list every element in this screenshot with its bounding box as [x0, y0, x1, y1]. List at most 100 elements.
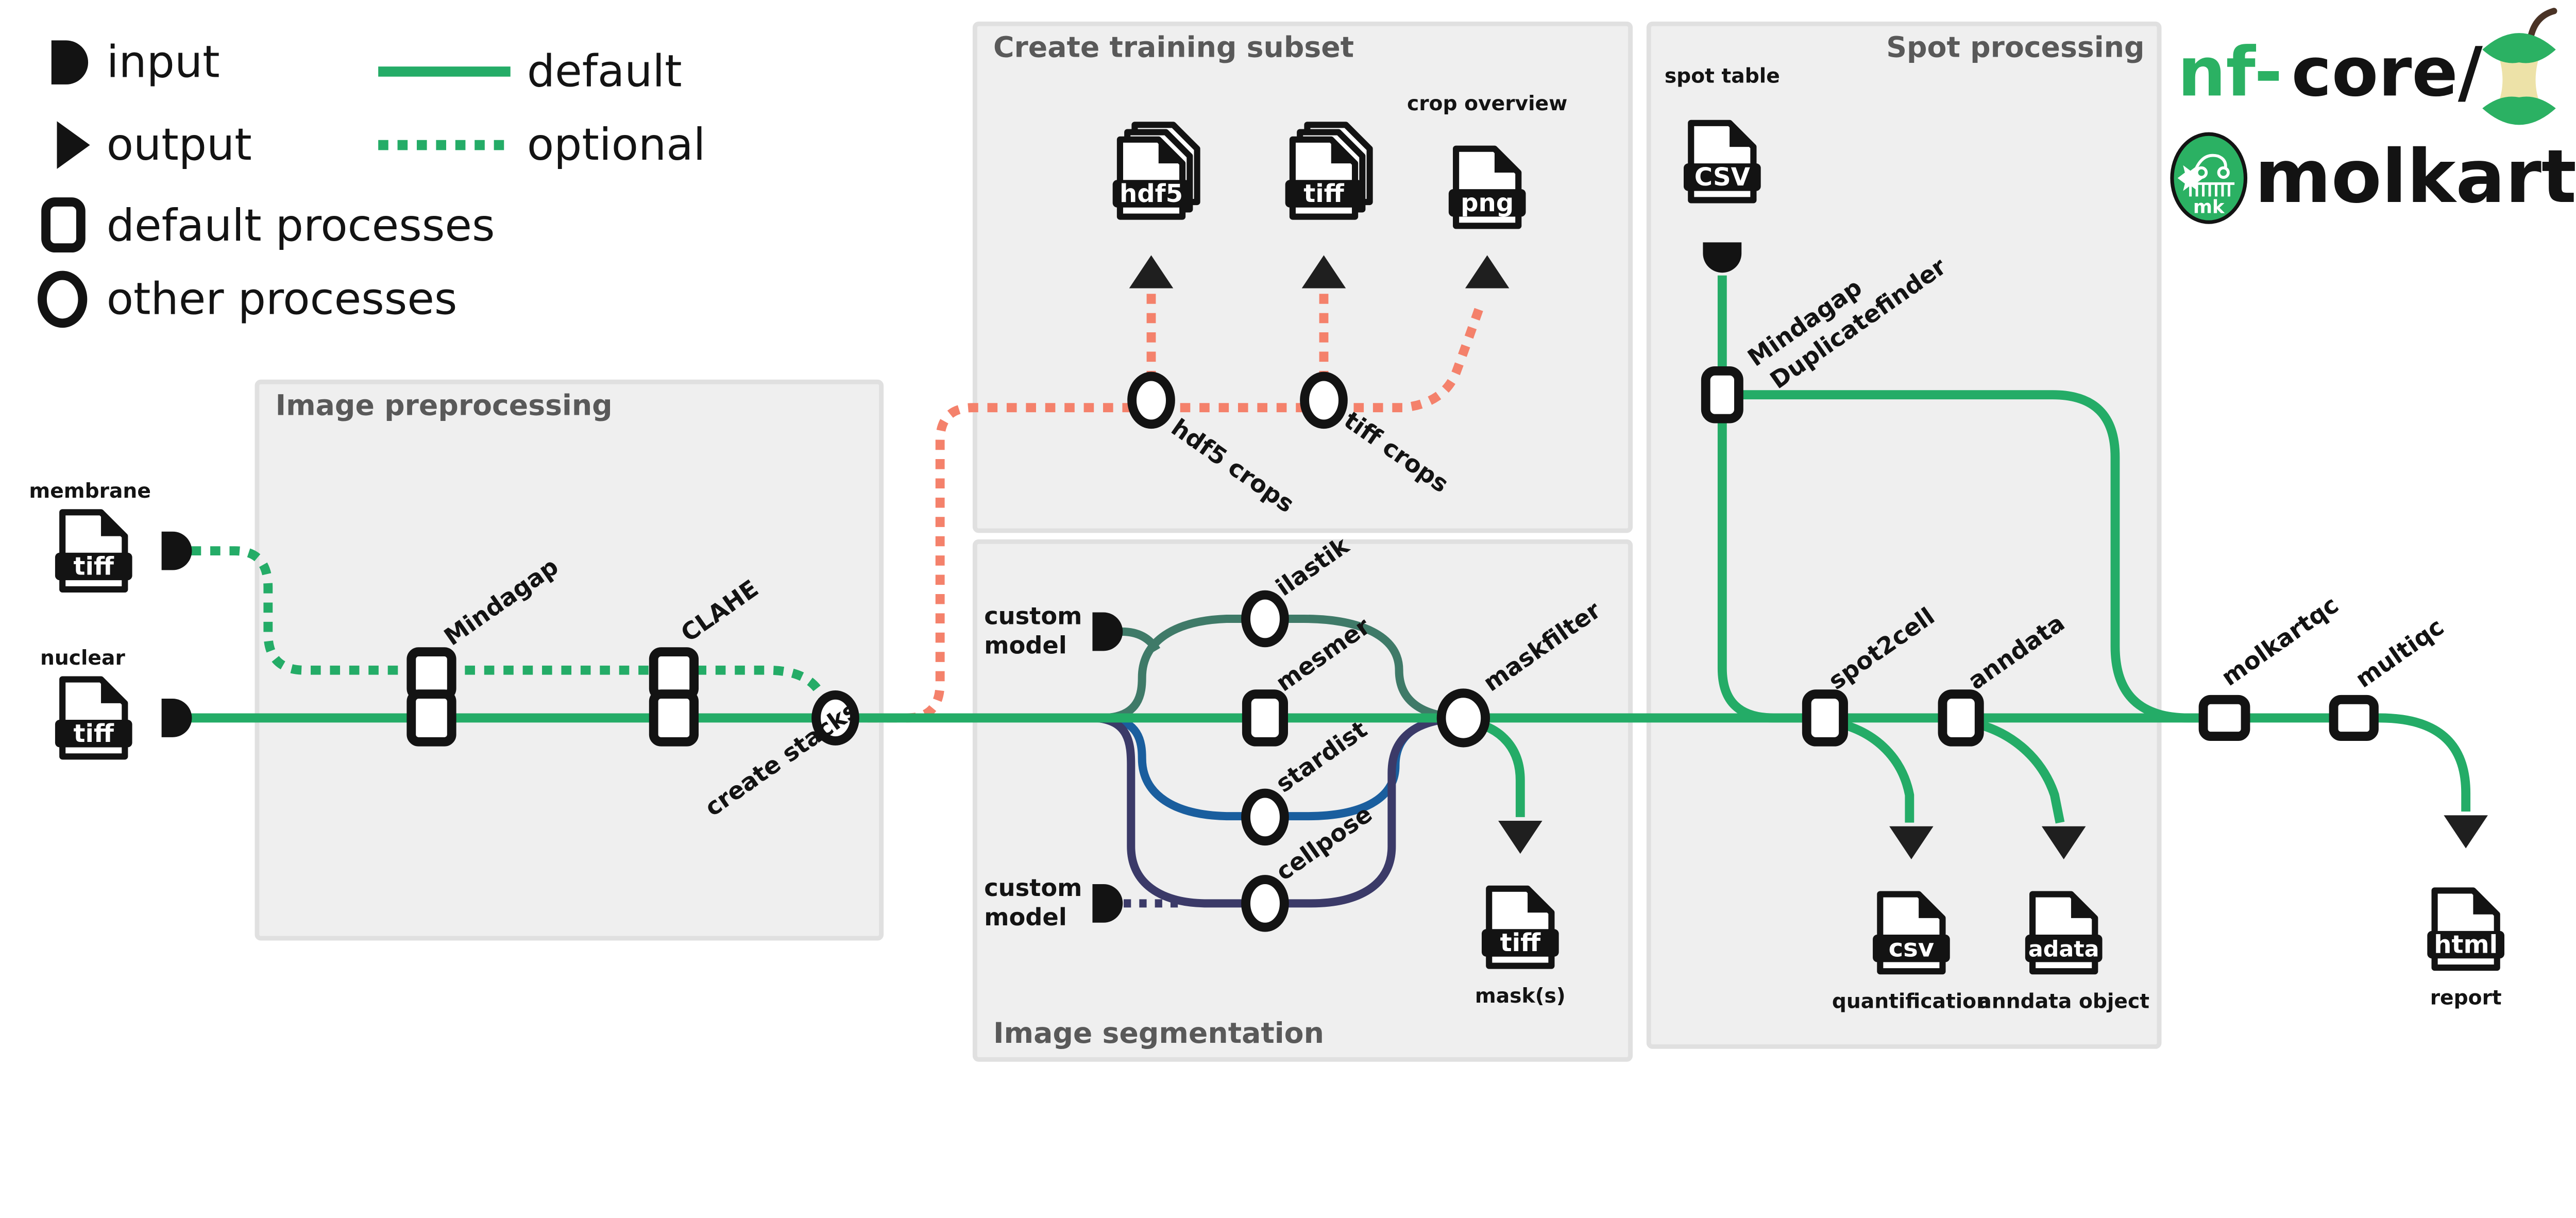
apple-bottom	[2482, 96, 2556, 125]
node-clahe-top	[649, 647, 699, 701]
process-nodes	[406, 366, 2379, 932]
nuclear-input-icon	[161, 699, 192, 737]
report-caption: report	[2430, 986, 2502, 1009]
legend-input-label: input	[107, 37, 220, 88]
legend-other-process-icon	[38, 270, 88, 328]
node-duplicatefinder	[1701, 366, 1743, 424]
file-fold	[101, 679, 125, 703]
nuclear-caption: nuclear	[40, 647, 125, 670]
file-fold	[101, 512, 125, 536]
mk-badge-icon: mk	[2170, 132, 2248, 224]
file-fold	[1730, 123, 1754, 147]
node-clahe-bottom	[649, 689, 699, 747]
badge-starburst	[2177, 165, 2204, 191]
node-mindagap	[406, 647, 456, 747]
custom-model-top-input-icon	[1092, 612, 1123, 651]
file-band	[2427, 931, 2504, 959]
apple-core-flesh	[2497, 51, 2541, 107]
legend-input-icon	[51, 40, 89, 84]
crop-overview-caption: crop overview	[1407, 92, 1567, 115]
node-mindagap-bottom	[406, 689, 456, 747]
badge-kart-wheel-left	[2195, 166, 2208, 179]
node-hdf5-crops	[1127, 371, 1175, 429]
logo-molkart-text: molkart	[2255, 134, 2576, 219]
file-band	[1683, 163, 1761, 191]
file-fold	[2473, 890, 2497, 915]
anndata-output-icon	[2041, 826, 2086, 859]
nuclear-file-icon: tiff	[55, 676, 132, 760]
apple-core-icon	[2482, 8, 2557, 125]
file-band	[1112, 180, 1190, 208]
mask-file-icon: tiff	[1481, 885, 1559, 969]
custom-model-bottom-line1: custom	[984, 874, 1082, 902]
logo-core-text: core/	[2292, 33, 2483, 112]
tiff-crops-format: tiff	[1303, 179, 1344, 208]
edge-ilastik	[1101, 614, 1462, 722]
preprocessing-box	[255, 379, 884, 941]
quantification-output-icon	[1889, 826, 1934, 859]
membrane-format: tiff	[74, 552, 114, 581]
file-band	[1448, 189, 1526, 217]
node-stardist	[1241, 788, 1289, 846]
legend-output-label: output	[107, 120, 252, 171]
membrane-file-icon: tiff	[55, 509, 132, 593]
logo-nf-text: nf-	[2178, 33, 2283, 112]
quantification-file-icon: csv	[1873, 891, 1950, 975]
node-cellpose	[1241, 875, 1289, 932]
node-multiqc	[2329, 695, 2379, 741]
spot-processing-title: Spot processing	[1886, 31, 2144, 64]
hdf5-format: hdf5	[1120, 179, 1183, 208]
default-edges	[191, 275, 2471, 824]
edge-create-stacks-to-crops	[848, 299, 1486, 723]
node-maskfilter	[1436, 688, 1490, 748]
file-band	[2025, 934, 2103, 962]
badge-rake	[2187, 182, 2235, 197]
spot-table-format: CSV	[1694, 163, 1750, 192]
legend: input output default processes other pro…	[38, 37, 705, 328]
edge-duplicatefinder-to-spot2cell	[1717, 418, 1809, 723]
report-file-icon: html	[2427, 887, 2504, 971]
tiff-crops-file-icon: tiff	[1285, 122, 1373, 220]
mask-format: tiff	[1500, 928, 1541, 957]
custom-model-top-line2: model	[984, 632, 1067, 659]
molkartqc-label: molkartqc	[2216, 590, 2344, 691]
hdf5-output-icon	[1129, 255, 1174, 289]
spot-table-caption: spot table	[1665, 64, 1780, 88]
file-band	[1285, 180, 1363, 208]
spot-table-input-icon	[1703, 242, 1742, 273]
anndata-object-caption: anndata object	[1978, 990, 2149, 1013]
custom-model-bottom-label: custom model	[984, 874, 1082, 931]
mask-caption: mask(s)	[1475, 985, 1566, 1008]
anndata-file-icon: adata	[2025, 891, 2103, 975]
badge-kart-wheel-right	[2217, 166, 2230, 179]
file-fold	[1494, 148, 1519, 173]
captions: membrane nuclear spot table crop overvie…	[29, 64, 2501, 1013]
custom-model-top-label: custom model	[984, 602, 1082, 659]
badge-kart-body	[2194, 154, 2227, 170]
file-fold	[1919, 894, 1943, 918]
preprocessing-title: Image preprocessing	[276, 389, 613, 422]
png-format: png	[1461, 189, 1514, 217]
file-band	[55, 719, 132, 748]
node-mesmer	[1242, 689, 1288, 747]
node-tiff-crops	[1300, 371, 1348, 429]
legend-other-processes-label: other processes	[107, 274, 457, 325]
node-spot2cell	[1802, 689, 1848, 747]
output-glyphs	[1129, 255, 2488, 859]
input-glyphs	[161, 242, 1742, 923]
file-band	[1873, 934, 1950, 962]
legend-default-process-icon	[41, 197, 86, 253]
file-fold	[1528, 888, 1552, 913]
quantification-format: csv	[1889, 934, 1935, 963]
edge-membrane-optional	[191, 546, 832, 708]
training-optional-edges	[848, 294, 1486, 723]
file-band	[1481, 929, 1559, 957]
anndata-format: adata	[2028, 937, 2099, 962]
segmentation-title: Image segmentation	[993, 1017, 1324, 1050]
custom-model-bottom-input-icon	[1092, 884, 1123, 923]
node-anndata	[1938, 689, 1984, 747]
hdf5-file-icon: hdf5	[1112, 122, 1200, 220]
multiqc-label: multiqc	[2350, 613, 2449, 693]
quantification-caption: quantification	[1832, 990, 1991, 1013]
report-output-icon	[2444, 815, 2488, 849]
